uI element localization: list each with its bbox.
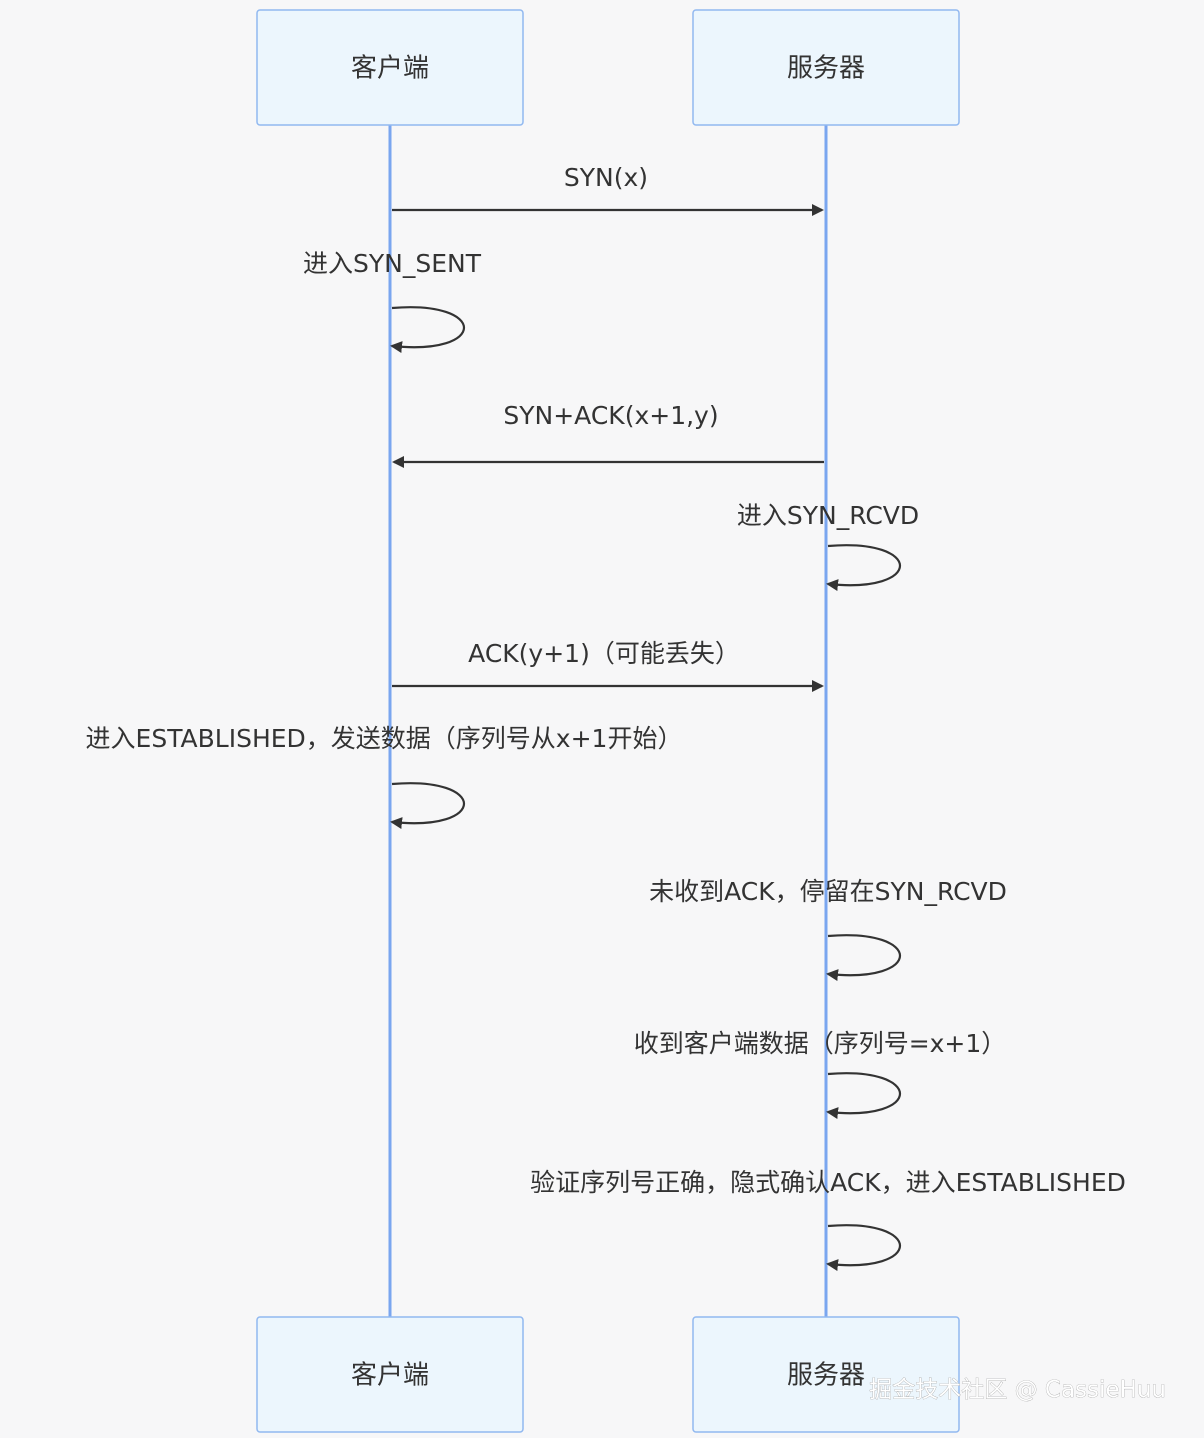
actor-client-top-label: 客户端 [351,54,429,84]
message-label: ACK(y+1)（可能丢失） [468,639,740,668]
message-label: 进入SYN_RCVD [737,501,919,530]
message-label: 收到客户端数据（序列号=x+1） [634,1029,1007,1058]
actor-server-top-label: 服务器 [787,54,865,84]
self-loop-arrow [826,934,902,981]
message-client-established: 进入ESTABLISHED，发送数据（序列号从x+1开始） [86,724,683,829]
message-client-syn-sent: 进入SYN_SENT [303,249,482,353]
message-server-no-ack: 未收到ACK，停留在SYN_RCVD [649,877,1007,981]
message-label: 未收到ACK，停留在SYN_RCVD [649,877,1007,906]
message-label: SYN(x) [564,163,648,192]
message-server-syn-rcvd: 进入SYN_RCVD [737,501,919,591]
message-server-receive-data: 收到客户端数据（序列号=x+1） [634,1029,1007,1119]
self-loop-arrow [826,1072,902,1119]
actor-server-bottom: 服务器 [692,1316,960,1433]
self-loop-arrow [390,782,466,829]
actor-client-top: 客户端 [256,9,524,126]
actor-client-bottom-label: 客户端 [351,1361,429,1391]
message-label: 进入ESTABLISHED，发送数据（序列号从x+1开始） [86,724,683,753]
message-label: 进入SYN_SENT [303,249,482,278]
actor-server-bottom-label: 服务器 [787,1361,865,1391]
actor-server-top: 服务器 [692,9,960,126]
self-loop-arrow [390,306,466,353]
self-loop-arrow [826,1224,902,1271]
message-syn: SYN(x) [392,163,824,216]
actor-client-bottom: 客户端 [256,1316,524,1433]
message-ack: ACK(y+1)（可能丢失） [392,639,824,692]
message-server-established: 验证序列号正确，隐式确认ACK，进入ESTABLISHED [530,1168,1126,1271]
message-label: 验证序列号正确，隐式确认ACK，进入ESTABLISHED [530,1168,1126,1197]
watermark: 掘金技术社区 @ CassieHuu [869,1377,1166,1403]
self-loop-arrow [826,544,902,591]
message-syn-ack: SYN+ACK(x+1,y) [392,401,824,468]
message-label: SYN+ACK(x+1,y) [503,401,718,430]
